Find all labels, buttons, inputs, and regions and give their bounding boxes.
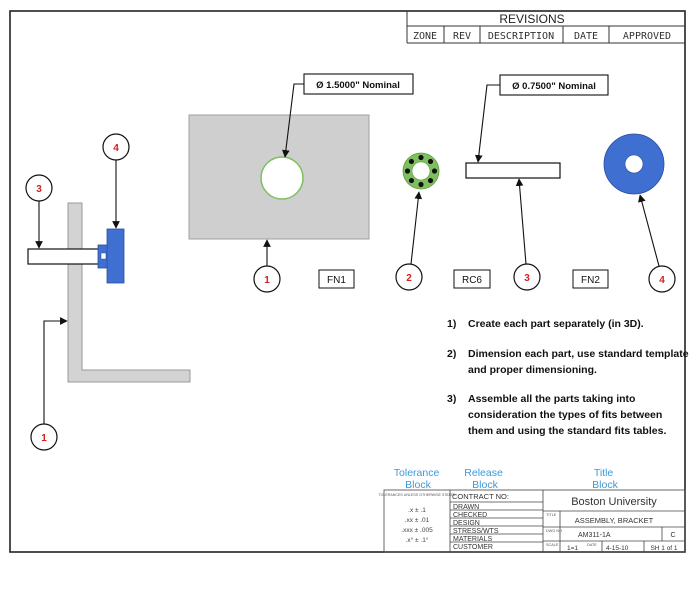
tolerance-block-label: Tolerance Block	[394, 467, 442, 491]
ring-dot	[427, 158, 434, 165]
dwg-no-label: DWG NO	[546, 529, 562, 533]
release-contract: CONTRACT NO:	[452, 492, 509, 501]
title-block-table	[383, 489, 686, 553]
ring-dot	[418, 154, 424, 161]
release-row-design: DESIGN	[453, 520, 480, 527]
instruction-2-text: Dimension each part, use standard templa…	[468, 348, 689, 376]
instruction-1: 1) Create each part separately (in 3D).	[447, 316, 692, 334]
instruction-3-text: Assemble all the parts taking into consi…	[468, 393, 667, 437]
revisions-block: REVISIONS ZONE REV DESCRIPTION DATE APPR…	[406, 11, 685, 44]
ring-dot	[431, 168, 438, 174]
release-row-drawn: DRAWN	[453, 504, 479, 511]
title-label-line1: Title	[594, 467, 614, 479]
fit-1-label: FN1	[327, 275, 346, 286]
title-block: Boston University TITLE ASSEMBLY, BRACKE…	[546, 496, 678, 552]
balloon-part-2	[395, 263, 423, 291]
pin-part	[465, 162, 561, 179]
part-2-view: 2	[395, 152, 440, 291]
instruction-3-num: 3)	[447, 393, 457, 405]
large-hole-callout: Ø 1.5000" Nominal	[316, 80, 400, 91]
drawing-scale: 1=1	[567, 545, 578, 552]
ring-dots	[404, 154, 438, 188]
balloon-assembly-1-label: 1	[41, 433, 47, 444]
block-labels: Tolerance Block Release Block Title Bloc…	[394, 467, 619, 491]
drawing-date: 4-15-10	[606, 545, 629, 552]
release-row-stress: STRESS/WTS	[453, 528, 499, 535]
fit-3-label: FN2	[581, 275, 600, 286]
title-label-line2: Block	[592, 479, 618, 491]
balloon-part-4	[648, 265, 676, 293]
balloon-part-3-label: 3	[524, 273, 530, 284]
revisions-title: REVISIONS	[499, 12, 564, 26]
part-3-view: Ø 0.7500" Nominal 3	[465, 74, 609, 291]
drawing-sheet: SH 1 of 1	[650, 545, 677, 552]
bracket-l-shape	[67, 202, 191, 383]
date-label: DATE	[587, 543, 597, 547]
release-block: CONTRACT NO: DRAWN CHECKED DESIGN STRESS…	[452, 492, 509, 551]
title-field-label: TITLE	[546, 513, 557, 517]
tolerance-header: TOLERANCES UNLESS OTHERWISE STATED	[378, 493, 455, 497]
fit-labels: FN1 RC6 FN2	[318, 269, 609, 289]
assembly-bushing-body	[106, 228, 125, 284]
balloon-part-4-label: 4	[659, 275, 665, 286]
ring-dot	[418, 181, 424, 188]
drawing-number: AM311-1A	[578, 532, 611, 539]
tolerance-value-3: .xxx ± .005	[401, 527, 433, 534]
tolerance-label-line1: Tolerance	[394, 467, 440, 479]
balloon-assembly-4-label: 4	[113, 143, 119, 154]
drawing-rev: C	[670, 532, 675, 539]
scale-label: SCALE	[546, 543, 559, 547]
small-dia-callout: Ø 0.7500" Nominal	[512, 81, 596, 92]
ring-dot	[427, 177, 434, 184]
balloon-part-3	[513, 263, 541, 291]
revisions-col-approved: APPROVED	[623, 31, 671, 42]
revisions-col-description: DESCRIPTION	[488, 31, 554, 42]
tolerance-block: TOLERANCES UNLESS OTHERWISE STATED .x ± …	[378, 493, 455, 544]
drawing-title: ASSEMBLY, BRACKET	[575, 516, 654, 525]
assembly-pin-tip	[100, 252, 107, 260]
fit-3-box	[572, 269, 609, 289]
ring-dot	[408, 177, 415, 184]
assembly-view: 3 4 1	[25, 133, 191, 451]
instruction-3: 3) Assemble all the parts taking into co…	[447, 391, 692, 441]
tolerance-value-4: .x° ± .1°	[406, 536, 429, 544]
company-name: Boston University	[571, 496, 657, 508]
balloon-part-1-label: 1	[264, 275, 270, 286]
part-4-view: 4	[603, 133, 676, 293]
fit-2-box	[453, 269, 491, 289]
revisions-col-zone: ZONE	[413, 31, 437, 42]
revisions-col-rev: REV	[453, 31, 471, 42]
instruction-1-text: Create each part separately (in 3D).	[468, 318, 644, 330]
balloon-part-2-label: 2	[406, 273, 412, 284]
title-block-label: Title Block	[592, 467, 618, 491]
tolerance-value-2: .xx ± .01	[405, 517, 430, 524]
release-label-line1: Release	[464, 467, 503, 479]
part-1-view: Ø 1.5000" Nominal 1	[188, 73, 414, 293]
release-block-label: Release Block	[464, 467, 505, 491]
ring-dot	[408, 158, 415, 165]
release-row-checked: CHECKED	[453, 512, 487, 519]
instruction-2: 2) Dimension each part, use standard tem…	[447, 346, 692, 380]
fit-1-box	[318, 269, 355, 289]
tolerance-label-line2: Block	[405, 479, 431, 491]
plate-hole	[260, 156, 304, 200]
assembly-pin	[27, 248, 101, 265]
ring-inner	[411, 161, 431, 181]
instruction-1-num: 1)	[447, 318, 457, 330]
release-label-line2: Block	[472, 479, 498, 491]
release-row-customer: CUSTOMER	[453, 544, 493, 551]
washer-hole	[624, 154, 644, 174]
balloon-assembly-3-label: 3	[36, 184, 42, 195]
fit-2-label: RC6	[462, 275, 482, 286]
ring-dot	[404, 168, 411, 174]
instruction-2-num: 2)	[447, 348, 457, 360]
revisions-col-date: DATE	[574, 31, 598, 42]
tolerance-value-1: .x ± .1	[408, 507, 426, 514]
release-row-materials: MATERIALS	[453, 536, 492, 543]
